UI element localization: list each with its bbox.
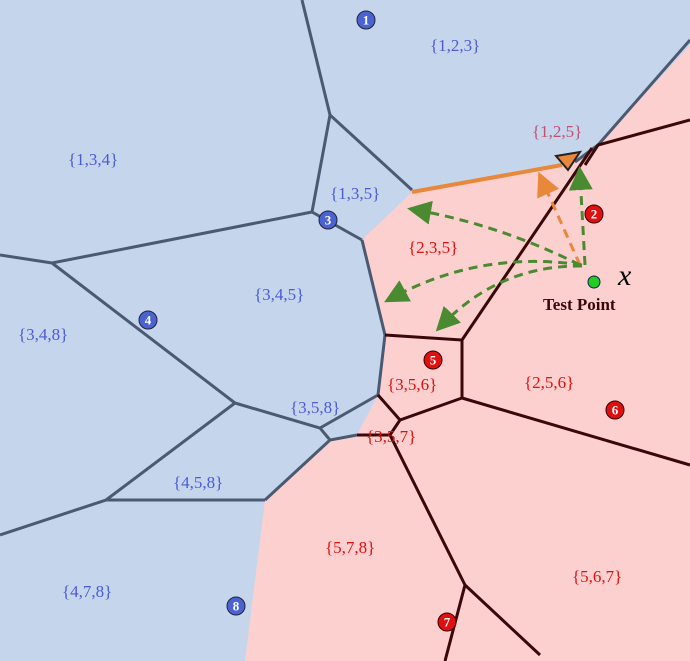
arrow-left-upper (407, 200, 581, 267)
node-1-marker (356, 10, 376, 30)
region-label: {1,2,5} (532, 122, 582, 141)
node-2-marker (584, 204, 604, 224)
arrow-orange (537, 171, 582, 266)
region-label: {1,2,3} (430, 36, 480, 55)
test-point-dot (587, 275, 601, 289)
node-3-label: 3 (325, 213, 332, 228)
region-label: {3,5,8} (290, 398, 340, 417)
triangle-marker-icon (554, 150, 583, 172)
region-label: {3,4,5} (254, 285, 304, 304)
region-label: {4,7,8} (62, 582, 112, 601)
node-4-label: 4 (145, 313, 152, 328)
region-label: {5,6,7} (572, 567, 622, 586)
node-8-marker (226, 596, 246, 616)
node-8-label: 8 (233, 599, 240, 614)
node-3-marker (318, 210, 338, 230)
region-labels: {1,2,3} {1,3,4} {1,3,5} {1,2,5} {2,3,5} … (18, 36, 622, 601)
red-region (245, 45, 690, 661)
red-edges (357, 118, 690, 661)
highlighted-edge (411, 163, 563, 194)
node-6-marker (605, 400, 625, 420)
region-label: {5,7,8} (325, 538, 375, 557)
region-label: {3,5,7} (366, 427, 416, 446)
region-label: {1,3,5} (330, 184, 380, 203)
node-6-label: 6 (612, 403, 619, 418)
node-5-marker (423, 350, 443, 370)
node-7-label: 7 (444, 615, 451, 630)
node-7-marker (437, 612, 457, 632)
region-label: {4,5,8} (173, 473, 223, 492)
node-1-label: 1 (363, 13, 370, 28)
test-point-symbol: x (617, 259, 632, 292)
nodes: 1 3 4 8 2 5 6 7 (138, 10, 625, 632)
arrow-up (568, 166, 593, 266)
region-label: {2,5,6} (524, 373, 574, 392)
node-2-label: 2 (591, 207, 598, 222)
region-label: {3,4,8} (18, 325, 68, 344)
node-5-label: 5 (430, 353, 437, 368)
region-label: {1,3,4} (68, 150, 118, 169)
region-label: {3,5,6} (387, 375, 437, 394)
arrow-left-lower (435, 264, 583, 332)
node-4-marker (138, 310, 158, 330)
arrows (384, 166, 593, 332)
test-point-label: Test Point (543, 295, 616, 314)
region-label: {2,3,5} (408, 238, 458, 257)
arrow-left-middle (384, 259, 583, 303)
